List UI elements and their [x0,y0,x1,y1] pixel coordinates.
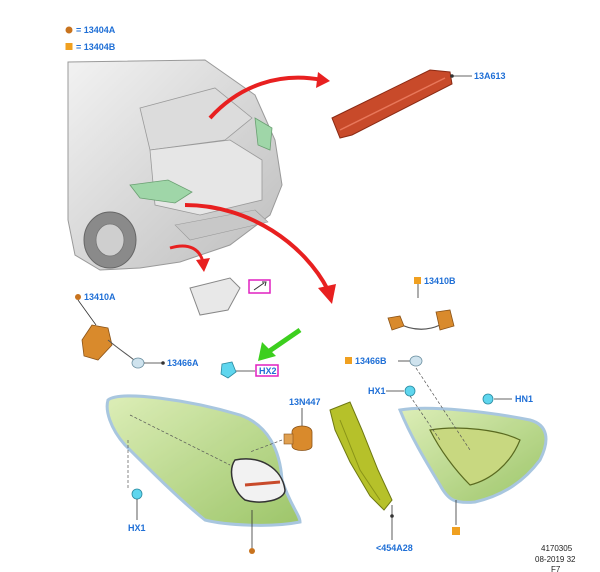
label-454A28: <454A28 [376,543,413,553]
tail-lamp-left-highlight [129,179,193,204]
arrow-to-reflector [169,244,205,263]
arrow-to-brake-lamp [208,75,323,120]
label-HN1: HN1 [515,394,533,404]
connector-13410B-a [387,315,405,331]
right-lamp-assembly: 13410B 13466B HX1 HN1 [345,276,548,535]
tail-lamp-right-highlight [254,117,273,151]
legend: = 13404A = 13404B [65,25,116,52]
callout-arrows [169,72,336,304]
arrow-to-right-lamp [184,203,330,291]
label-HX2: HX2 [259,366,277,376]
label-13410A: 13410A [84,292,116,302]
lamp-lens-detail-left [230,458,286,503]
brake-lamp-13A613: 13A613 [331,69,506,139]
legend-13404B: = 13404B [76,42,116,52]
left-lamp-assembly: 13410A 13466A HX2 HX1 13N447 [75,292,321,554]
lamp-housing-left [105,394,302,527]
label-13A613: 13A613 [474,71,506,81]
highlight-box-HX2 [255,364,279,377]
label-13N447: 13N447 [289,397,321,407]
footer-id: 4170305 [541,544,573,553]
green-pointer-arrow [266,327,302,355]
bulb-13466A [131,357,145,369]
footer-sheet: F7 [551,565,561,572]
label-HX1-left: HX1 [128,523,146,533]
label-HX1-right: HX1 [368,386,386,396]
highlight-box-reflector [248,279,271,294]
bulb-13466B [409,355,423,367]
connector-13410A [81,324,113,361]
reflector-part [189,277,271,316]
vehicle-rear-view [67,59,283,271]
legend-square-marker [65,43,73,50]
label-13466B: 13466B [355,356,387,366]
footer-date: 08-2019 32 [535,555,576,564]
socket-HX1-right [404,385,416,397]
bracket-454A28: <454A28 [329,401,413,553]
label-13466A: 13466A [167,358,199,368]
diagram-reference-code: 4170305 08-2019 32 F7 [535,544,576,572]
bulb-13N447 [291,425,313,451]
label-13410B: 13410B [424,276,456,286]
socket-HX1-left [131,488,143,500]
lamp-inner-right [429,427,521,486]
legend-circle-marker [65,26,73,34]
socket-HX2 [220,361,237,379]
legend-13404A: = 13404A [76,25,116,35]
connector-13410B-b [435,309,455,331]
socket-HN1 [482,393,494,405]
